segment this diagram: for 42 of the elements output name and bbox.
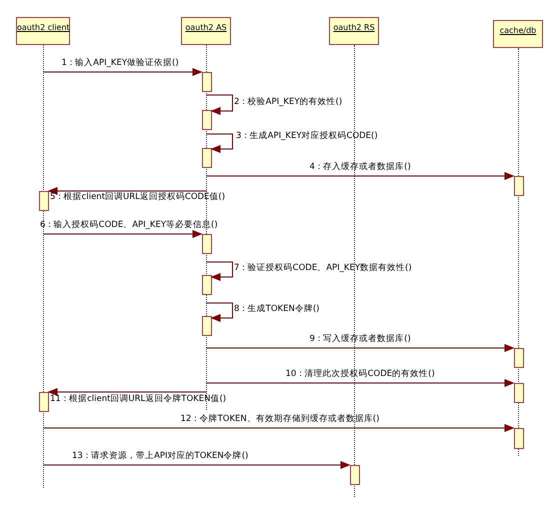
message-arrow <box>48 187 207 195</box>
edge-label: 8 : 生成TOKEN令牌() <box>234 304 320 315</box>
message-arrow <box>206 262 233 281</box>
edge-label: 2 : 校验API_KEY的有效性() <box>234 97 342 108</box>
edge-label: 6 : 输入授权码CODE、API_KEY等必要信息() <box>40 220 218 231</box>
message-arrow <box>43 68 202 76</box>
participant-box: cache/db <box>493 20 543 48</box>
message-arrow <box>206 172 514 180</box>
activation-bar <box>514 428 524 449</box>
edge-label: 9 : 写入缓存或者数据库() <box>310 334 411 345</box>
edge-label: 10 : 清理此次授权码CODE的有效性() <box>286 369 435 380</box>
message-arrow <box>206 379 514 387</box>
edge-label: 7 : 验证授权码CODE、API_KEY数据有效性() <box>234 263 412 274</box>
edge-label: 3 : 生成API_KEY对应授权码CODE() <box>236 131 378 142</box>
activation-bar <box>514 348 524 368</box>
activation-bar <box>514 176 524 196</box>
edge-label: 1 : 输入API_KEY做验证依据() <box>62 58 179 69</box>
activation-bar <box>350 465 360 485</box>
message-arrow <box>206 344 514 352</box>
message-arrow <box>48 388 207 396</box>
message-arrow <box>206 94 233 115</box>
message-arrow <box>43 424 514 432</box>
activation-bar <box>202 234 212 254</box>
activation-bar <box>202 275 212 295</box>
activation-bar <box>202 72 212 92</box>
activation-bar <box>202 148 212 168</box>
participant-box: oauth2 AS <box>181 17 231 45</box>
message-arrow <box>43 461 350 469</box>
activation-bar <box>202 110 212 130</box>
message-arrow <box>43 230 202 238</box>
message-arrow <box>206 134 233 153</box>
edge-label: 5 : 根据client回调URL返回授权码CODE值() <box>50 192 226 203</box>
activation-bar <box>202 316 212 336</box>
edge-label: 13 : 请求资源，带上API对应的TOKEN令牌() <box>72 451 248 462</box>
activation-bar <box>38 392 48 412</box>
participant-box: oauth2 RS <box>329 17 379 45</box>
edge-label: 11 : 根据client回调URL返回令牌TOKEN值() <box>50 394 226 405</box>
edge-label: 4 : 存入缓存或者数据库() <box>310 162 411 173</box>
activation-bar <box>514 383 524 403</box>
message-arrow <box>206 302 233 322</box>
edge-label: 12 : 令牌TOKEN、有效期存储到缓存或者数据库() <box>180 414 380 425</box>
activation-bar <box>38 191 48 211</box>
